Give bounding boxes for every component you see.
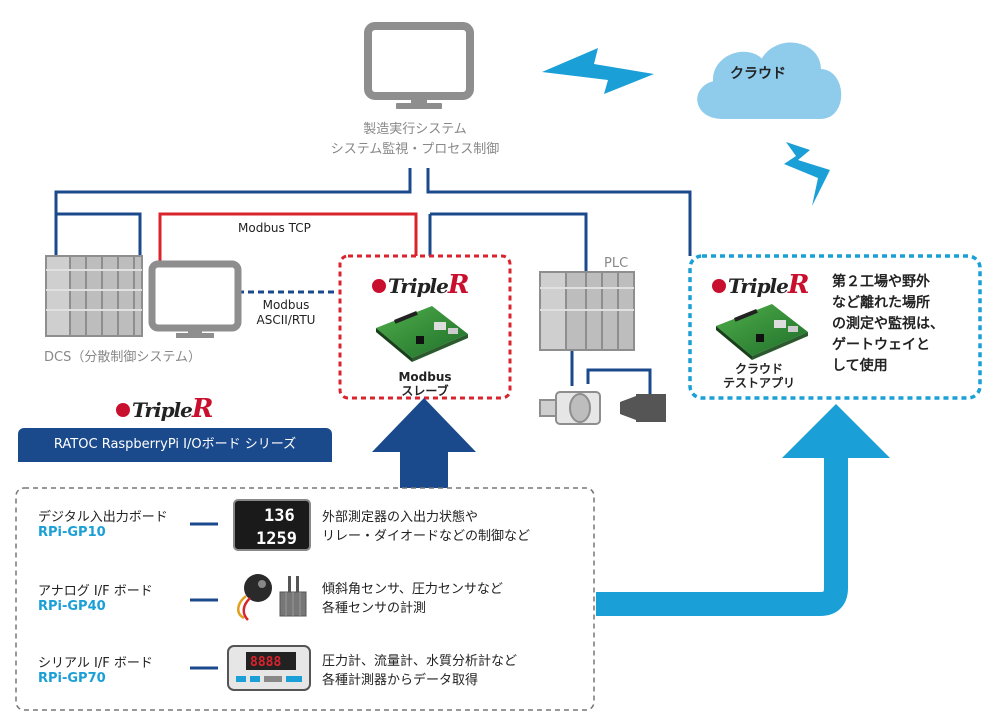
board-name: アナログ I/F ボード — [38, 584, 153, 599]
network-lines — [54, 168, 692, 400]
display-bottom-value: 1259 — [256, 529, 297, 549]
triple-r-logo: TripleR — [116, 394, 213, 424]
camera-icon — [620, 394, 666, 422]
up-arrow-icon — [372, 398, 476, 488]
board-description-line: 各種計測器からデータ取得 — [322, 673, 479, 688]
raspberrypi-board-icon — [376, 306, 468, 362]
modbus-ascii-line2: ASCII/RTU — [256, 313, 316, 327]
plc-label: PLC — [604, 256, 629, 271]
dcs-label: DCS（分散制御システム） — [44, 350, 201, 365]
cloud-upload-arrow — [596, 454, 848, 616]
gateway-description-line: など離れた場所 — [832, 295, 930, 311]
modbus-slave-box — [338, 254, 512, 400]
board-description-line: リレー・ダイオードなどの制御など — [322, 529, 531, 544]
board-description: 傾斜角センサ、圧力センサなど 各種センサの計測 — [322, 580, 503, 618]
lightning-bolt-icon — [542, 48, 654, 94]
board-row-gp10: デジタル入出力ボード RPi-GP10 — [38, 506, 168, 540]
modbus-ascii-label: Modbus ASCII/RTU — [246, 298, 326, 328]
panel-meter-icon: 8888 — [227, 645, 311, 691]
dcs-monitor-icon — [148, 260, 242, 338]
cloud-test-label: クラウド テストアプリ — [694, 362, 824, 390]
plc-rack-icon — [539, 271, 635, 351]
board-model: RPi-GP40 — [38, 599, 106, 614]
modbus-ascii-line1: Modbus — [262, 298, 310, 312]
lightning-bolt-icon — [784, 142, 830, 206]
raspberry-icon — [712, 278, 726, 293]
modbus-tcp-label: Modbus TCP — [238, 221, 311, 235]
triple-r-logo: TripleR — [372, 270, 469, 300]
board-model: RPi-GP10 — [38, 525, 106, 540]
board-row-gp70: シリアル I/F ボード RPi-GP70 — [38, 652, 153, 686]
raspberry-icon — [372, 278, 386, 293]
boards-box — [15, 487, 595, 711]
mes-label: 製造実行システム システム監視・プロセス制御 — [300, 120, 530, 160]
digital-display-icon: 136 1259 — [233, 499, 311, 551]
triple-r-logo: TripleR — [712, 270, 809, 300]
cloud-test-line2: テストアプリ — [722, 376, 795, 390]
board-description-line: 外部測定器の入出力状態や — [322, 510, 479, 525]
board-name: シリアル I/F ボード — [38, 656, 153, 671]
series-banner: RATOC RaspberryPi I/Oボード シリーズ — [18, 428, 332, 462]
sensor-icon — [539, 391, 601, 425]
raspberry-icon — [116, 402, 130, 417]
gateway-description-line: して使用 — [832, 358, 888, 374]
board-description-line: 圧力計、流量計、水質分析計など — [322, 654, 518, 669]
mes-title: 製造実行システム — [363, 122, 467, 137]
panel-meter-value: 8888 — [250, 655, 281, 670]
display-top-value: 136 — [264, 506, 295, 526]
cloud-test-box — [688, 254, 982, 400]
gateway-description-line: ゲートウェイと — [832, 337, 930, 353]
cloud-label: クラウド — [730, 66, 786, 82]
board-description: 圧力計、流量計、水質分析計など 各種計測器からデータ取得 — [322, 652, 517, 690]
slave-line1: Modbus — [398, 370, 452, 384]
gateway-description-line: の測定や監視は、 — [832, 316, 944, 332]
mes-subtitle: システム監視・プロセス制御 — [330, 142, 500, 157]
modbus-tcp-line — [158, 212, 418, 262]
slave-line2: スレーブ — [401, 384, 449, 398]
board-description-line: 傾斜角センサ、圧力センサなど — [322, 582, 503, 597]
modbus-slave-label: Modbus スレーブ — [340, 370, 510, 398]
analog-sensor-icon — [237, 574, 307, 621]
cloud-icon — [697, 42, 842, 119]
up-arrow-icon — [782, 404, 890, 458]
board-name: デジタル入出力ボード — [38, 510, 168, 525]
board-description-line: 各種センサの計測 — [322, 601, 427, 616]
board-description: 外部測定器の入出力状態や リレー・ダイオードなどの制御など — [322, 508, 530, 546]
dcs-rack-icon — [45, 255, 143, 337]
raspberrypi-board-icon — [716, 304, 808, 360]
board-row-gp40: アナログ I/F ボード RPi-GP40 — [38, 580, 153, 614]
cloud-test-line1: クラウド — [734, 362, 783, 376]
board-model: RPi-GP70 — [38, 671, 106, 686]
mes-monitor-icon — [364, 22, 474, 109]
gateway-description-line: 第２工場や野外 — [832, 274, 930, 290]
gateway-description: 第２工場や野外 など離れた場所 の測定や監視は、 ゲートウェイと して使用 — [832, 272, 982, 377]
